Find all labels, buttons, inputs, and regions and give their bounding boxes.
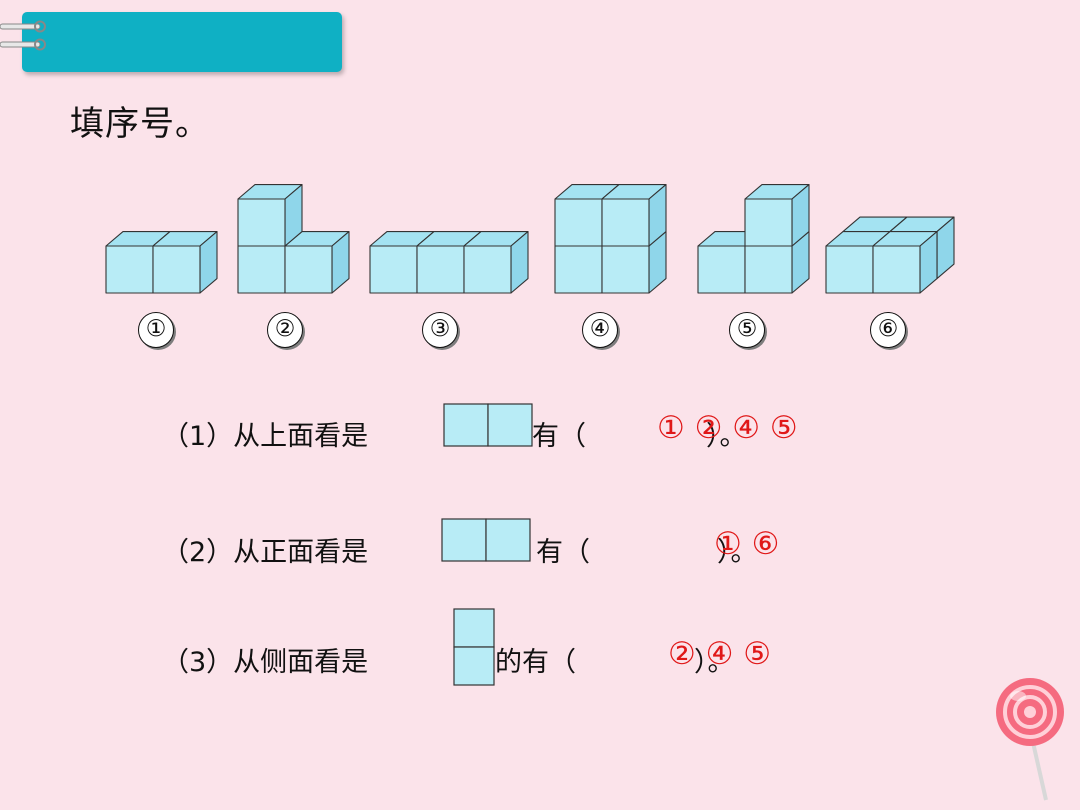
figure-6-cube-3-front	[825, 245, 874, 294]
question-1-shape	[443, 403, 533, 447]
figure-2-cube-1-front	[237, 245, 286, 294]
question-3-label: （3）从侧面看是	[162, 647, 369, 678]
figure-label-3: ③	[422, 312, 458, 348]
question-1-answer: ① ② ④ ⑤	[657, 410, 798, 446]
figure-1-cube-2-front	[152, 245, 201, 294]
question-3-suffix: 的有（	[495, 647, 576, 678]
figure-5-cube-3-front	[744, 198, 793, 247]
lollipop-icon	[996, 678, 1064, 801]
figure-label-5: ⑤	[729, 312, 765, 348]
figure-4-cube-4-front	[601, 198, 650, 247]
question-1-suffix: 有（	[532, 421, 586, 452]
figure-label-1: ①	[138, 312, 174, 348]
figure-label-6: ⑥	[870, 312, 906, 348]
page-title: 填序号。	[70, 104, 210, 144]
figure-2-cube-3-front	[237, 198, 286, 247]
question-2-label: （2）从正面看是	[162, 537, 369, 568]
figure-6-cube-4-front	[872, 245, 921, 294]
figure-4-cube-3-front	[554, 198, 603, 247]
question-1-label: （1）从上面看是	[162, 421, 369, 452]
figure-2-cube-2-front	[284, 245, 333, 294]
binder-rings-icon	[0, 20, 46, 51]
figure-4-cube-1-front	[554, 245, 603, 294]
question-3-closing: ）。	[694, 647, 735, 678]
figure-label-4: ④	[582, 312, 618, 348]
cube-figures	[105, 184, 955, 294]
figure-4-cube-2-front	[601, 245, 650, 294]
question-2-shape	[441, 518, 531, 562]
question-3-shape	[453, 608, 495, 686]
figure-label-2: ②	[267, 312, 303, 348]
figure-5-cube-1-front	[697, 245, 746, 294]
figure-3-cube-3-front	[463, 245, 512, 294]
figure-1-cube-1-front	[105, 245, 154, 294]
header-bar	[22, 12, 342, 72]
question-2-answer: ① ⑥	[714, 526, 780, 562]
figure-3-cube-1-front	[369, 245, 418, 294]
question-3-answer: ② ④ ⑤	[668, 636, 772, 672]
figure-3-cube-2-front	[416, 245, 465, 294]
question-2-closing: ）。	[717, 537, 758, 568]
question-1-closing: ）。	[706, 421, 747, 452]
figure-5-cube-2-front	[744, 245, 793, 294]
question-2-suffix: 有（	[536, 537, 590, 568]
